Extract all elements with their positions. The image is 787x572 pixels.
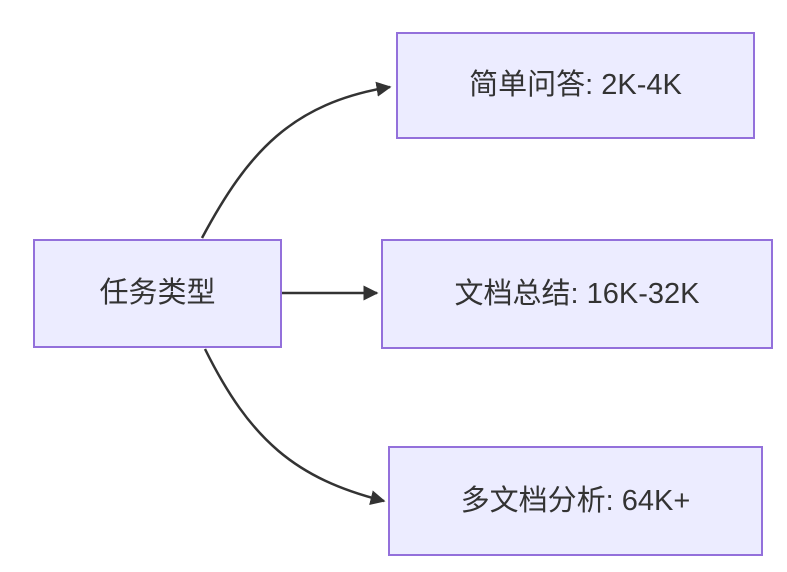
node-task-type: 任务类型: [33, 239, 282, 348]
node-doc-summary: 文档总结: 16K-32K: [381, 239, 773, 349]
edge-root-to-multi-doc: [203, 348, 386, 505]
node-label: 任务类型: [99, 277, 216, 310]
edge-root-to-simple-qa: [200, 81, 392, 239]
node-simple-qa: 简单问答: 2K-4K: [396, 32, 755, 139]
node-label: 简单问答: 2K-4K: [469, 69, 682, 102]
node-multi-doc: 多文档分析: 64K+: [388, 446, 763, 556]
node-label: 文档总结: 16K-32K: [454, 277, 700, 310]
node-label: 多文档分析: 64K+: [460, 484, 691, 517]
